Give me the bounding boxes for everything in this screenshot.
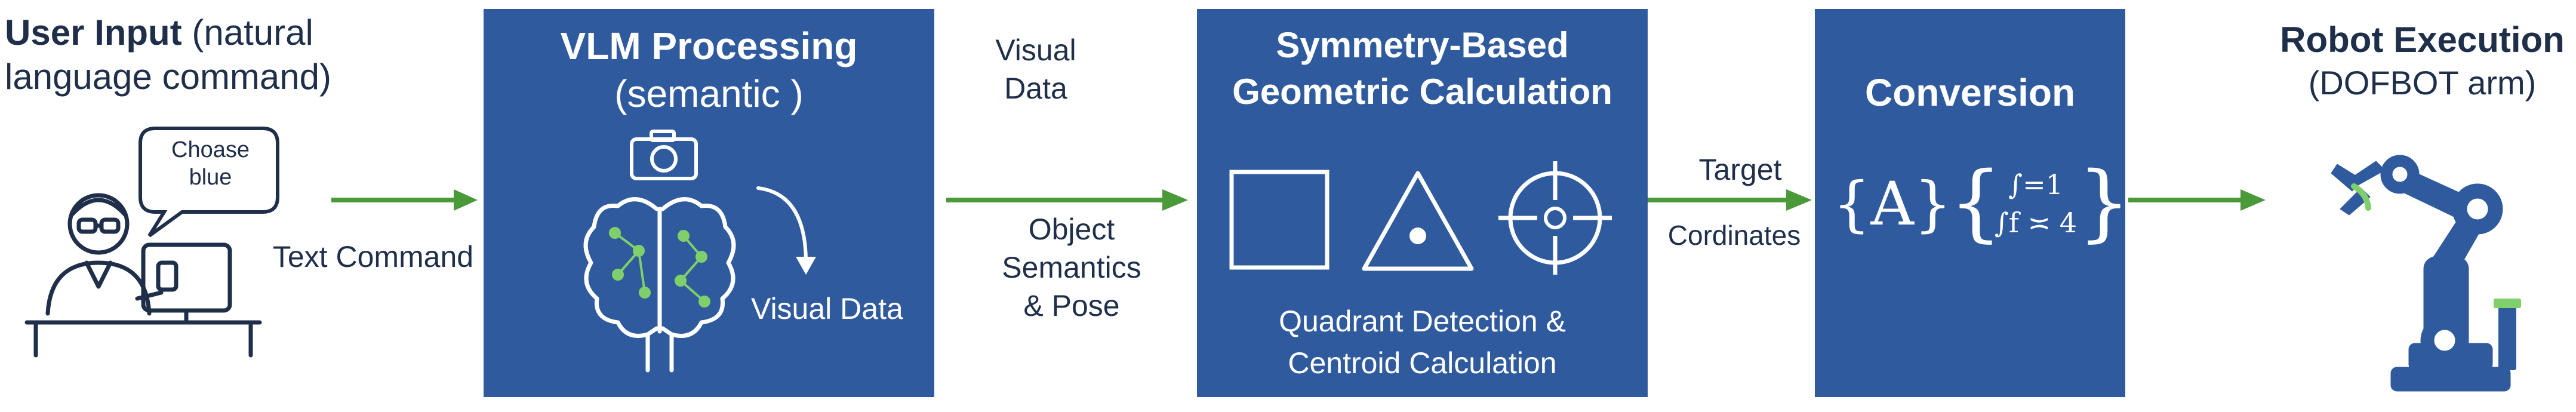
arrow2-bottom-label: Object Semantics & Pose bbox=[946, 210, 1197, 325]
triangle-shape-icon bbox=[1362, 171, 1474, 271]
formula-top: ∫=1 bbox=[2008, 168, 2063, 201]
arrow-target-coordinates bbox=[1648, 189, 1812, 211]
speech-line-1: Choase bbox=[171, 137, 250, 162]
square-shape-icon bbox=[1229, 170, 1329, 270]
arrow2-top-line1: Visual bbox=[995, 33, 1076, 67]
symmetry-title-line1: Symmetry-Based bbox=[1276, 25, 1569, 65]
arrow2-bottom-line3: & Pose bbox=[1023, 289, 1120, 322]
user-input-title-bold: User Input bbox=[5, 13, 182, 53]
arrow2-bottom-line2: Semantics bbox=[1002, 251, 1141, 284]
vlm-title: VLM Processing (semantic ) bbox=[484, 22, 934, 118]
formula-brace-close: } bbox=[2078, 154, 2131, 251]
brain-icon bbox=[583, 197, 736, 373]
formula-bottom: ∫f ≍ 4 bbox=[1994, 207, 2078, 239]
speech-bubble-text: Choase blue bbox=[140, 136, 281, 191]
arrow-text-command bbox=[331, 189, 478, 211]
arrow1-label: Text Command bbox=[272, 240, 474, 273]
user-input-title-line2: language command) bbox=[5, 57, 332, 97]
vlm-title-line1: VLM Processing bbox=[560, 24, 858, 67]
vlm-title-line2: (semantic ) bbox=[614, 72, 804, 115]
vlm-processing-box: VLM Processing (semantic ) bbox=[484, 9, 934, 397]
camera-icon bbox=[630, 130, 698, 180]
target-crosshair-icon bbox=[1498, 161, 1612, 275]
arrow2-top-label: Visual Data bbox=[952, 31, 1119, 107]
conversion-title: Conversion bbox=[1864, 71, 2076, 114]
formula-stack: ∫=1 ∫f ≍ 4 bbox=[1994, 165, 2078, 242]
symmetry-title: Symmetry-Based Geometric Calculation bbox=[1197, 22, 1648, 115]
formula-brace-open: { bbox=[1949, 154, 2003, 251]
symmetry-caption-line1: Quadrant Detection & bbox=[1279, 305, 1566, 338]
robot-subtitle: (DOFBOT arm) bbox=[2308, 64, 2537, 102]
arrow2-bottom-line1: Object bbox=[1028, 213, 1115, 246]
arrow-to-robot bbox=[2128, 189, 2266, 211]
curved-arrow-icon bbox=[756, 186, 816, 275]
symmetry-caption: Quadrant Detection & Centroid Calculatio… bbox=[1197, 300, 1648, 384]
arrow3-bottom-label: Cordinates bbox=[1667, 220, 1801, 251]
speech-line-2: blue bbox=[189, 165, 232, 190]
arrow3-top-label: Target bbox=[1698, 153, 1782, 186]
vlm-inner-label: Visual Data bbox=[751, 292, 903, 325]
arrow-visual-data bbox=[946, 189, 1188, 211]
robot-arm-icon bbox=[2331, 155, 2521, 392]
robot-title: Robot Execution bbox=[2280, 20, 2565, 60]
user-input-title: User Input (natural language command) bbox=[5, 11, 339, 99]
conversion-box: Conversion {A} { ∫=1 ∫f ≍ 4 } bbox=[1815, 9, 2131, 397]
symmetry-title-line2: Geometric Calculation bbox=[1232, 72, 1612, 112]
user-input-title-rest: (natural bbox=[181, 13, 313, 53]
symmetry-caption-line2: Centroid Calculation bbox=[1288, 346, 1557, 380]
symmetry-calculation-box: Symmetry-Based Geometric Calculation Qua… bbox=[1197, 9, 1648, 397]
arrow2-top-line2: Data bbox=[1004, 72, 1067, 105]
formula-a: {A} bbox=[1833, 169, 1952, 239]
speech-bubble bbox=[139, 127, 279, 238]
person-at-computer-icon bbox=[24, 193, 262, 358]
